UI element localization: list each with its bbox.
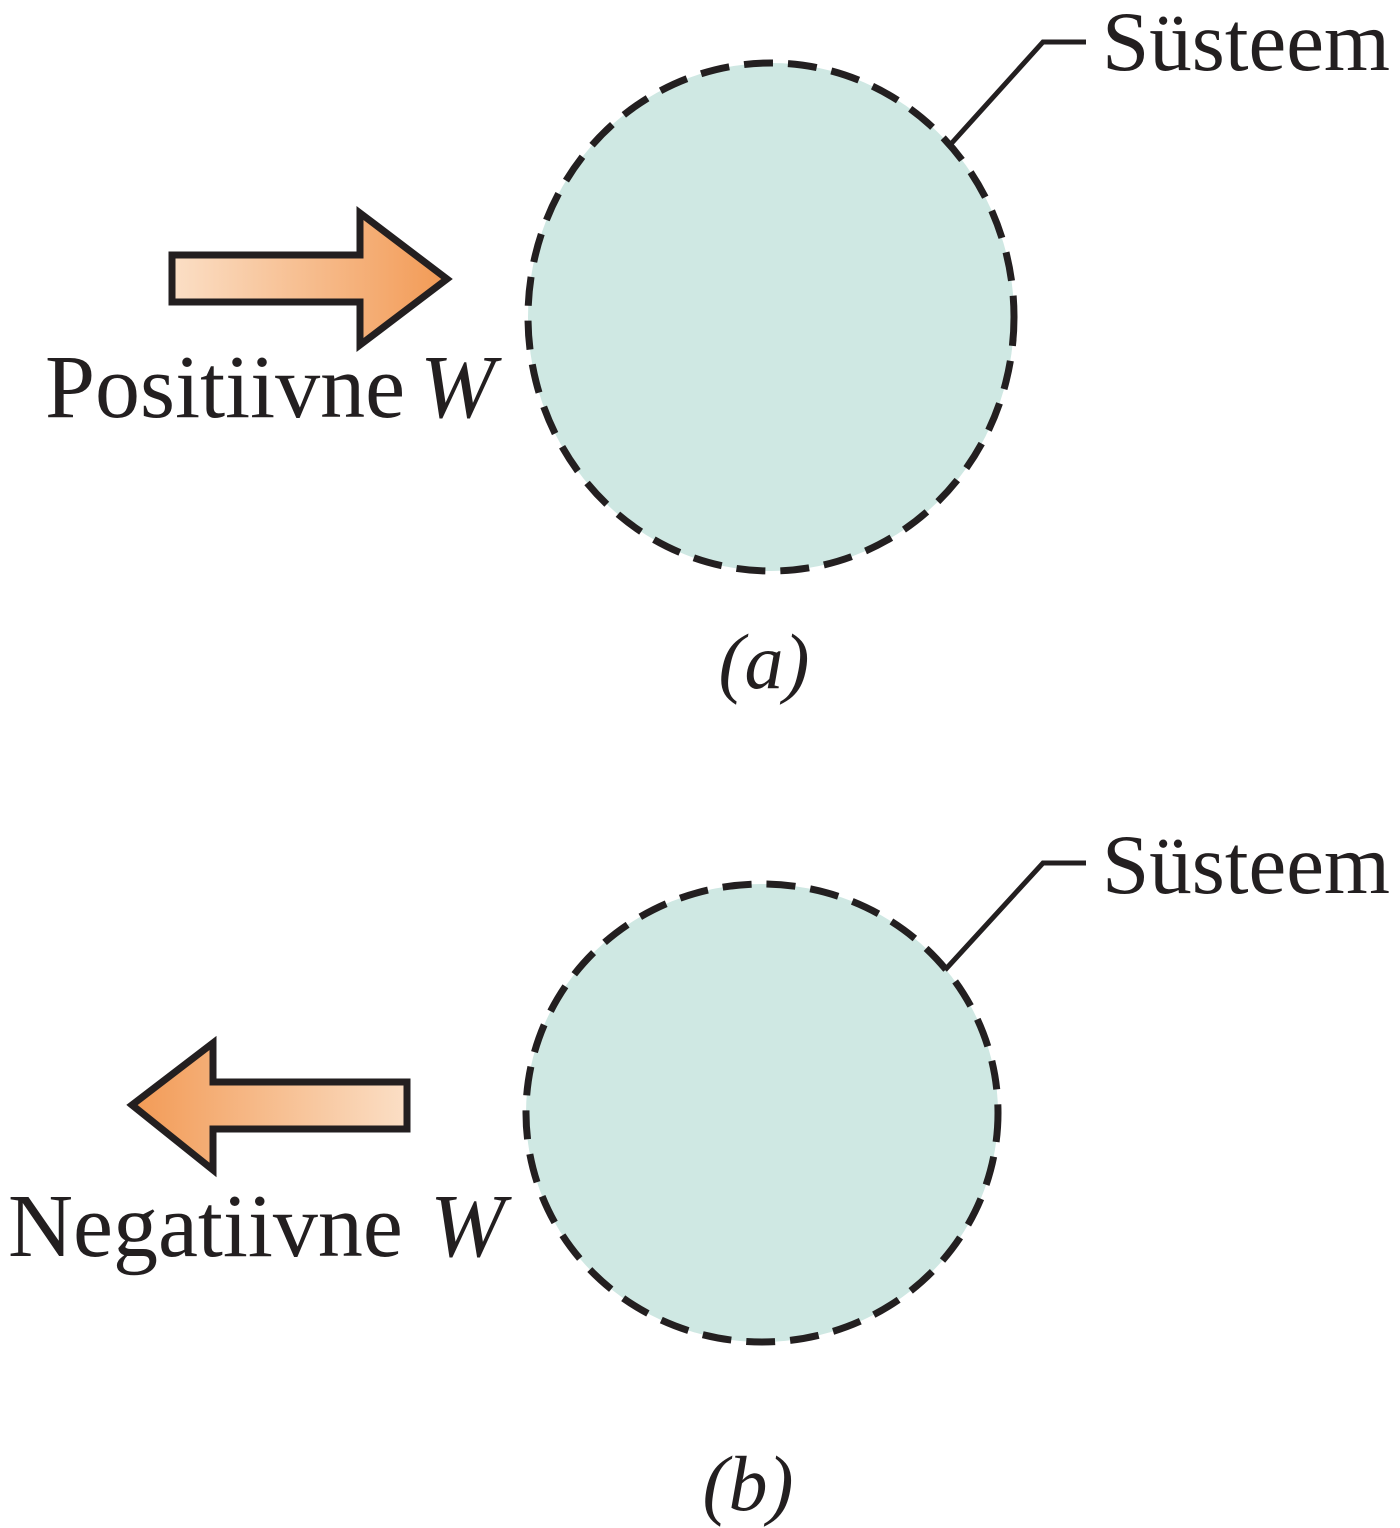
negative-work-arrow-left-icon	[126, 1035, 411, 1178]
system-label: Süsteem	[1102, 818, 1390, 912]
panel-a-caption: (a)	[719, 618, 810, 705]
panel-b-caption: (b)	[703, 1440, 794, 1527]
negative-work-label: Negatiivne	[8, 1177, 403, 1276]
panel-a: Süsteem Positiivne W (a)	[45, 0, 1390, 705]
positive-work-label: Positiivne	[45, 338, 405, 437]
system-leader-line	[948, 39, 1086, 147]
positive-work-arrow-right-icon	[168, 205, 453, 353]
system-leader-line	[943, 860, 1086, 972]
system-label: Süsteem	[1102, 0, 1390, 89]
panel-b: Süsteem Negatiivne W (b)	[8, 818, 1390, 1527]
system-boundary-circle	[524, 59, 1018, 575]
positive-work-symbol: W	[420, 338, 502, 437]
system-boundary-circle	[522, 880, 1002, 1346]
negative-work-symbol: W	[430, 1177, 512, 1276]
